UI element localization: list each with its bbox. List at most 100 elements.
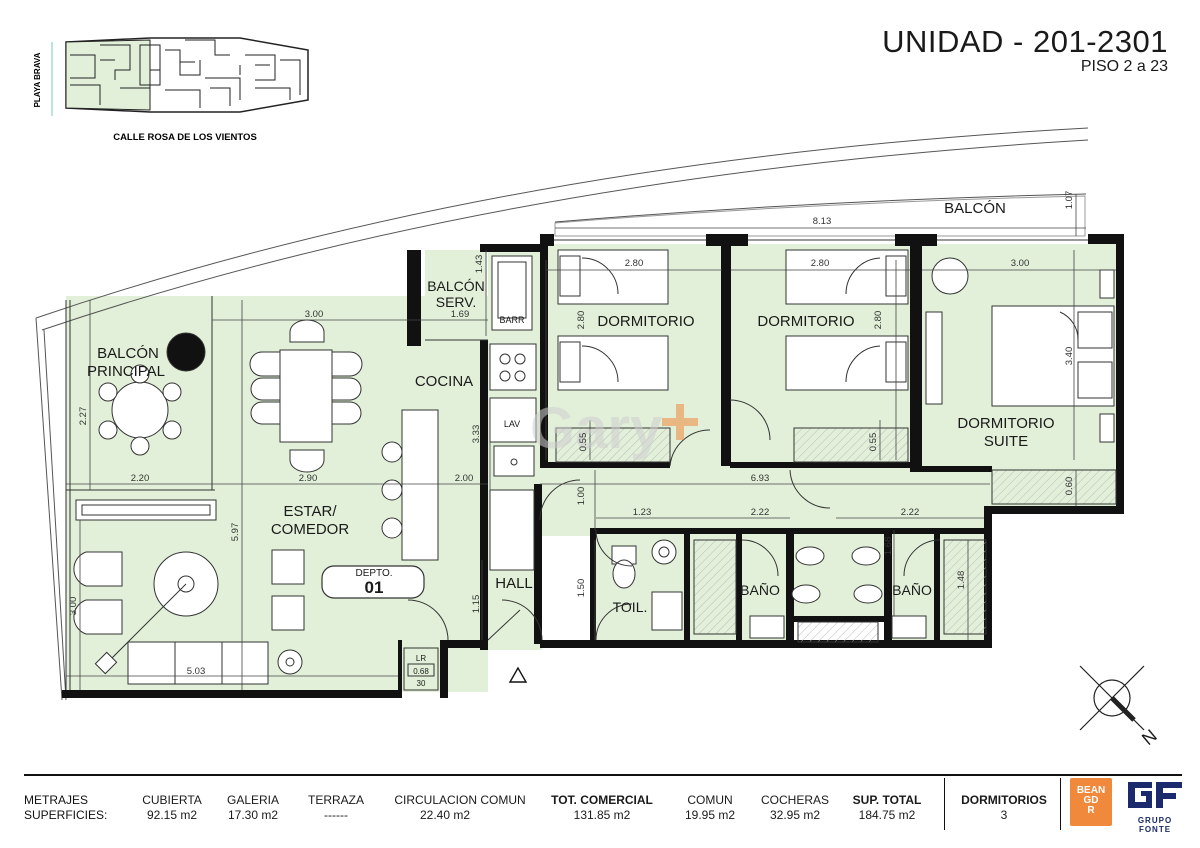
footer-col-value: 19.95 m2 (684, 808, 736, 822)
footer-col-value: 131.85 m2 (573, 808, 631, 822)
label-service-balcony-1: BALCÓN (427, 278, 485, 294)
label-suite-1: DORMITORIO (957, 415, 1054, 432)
label-dept: DEPTO. (355, 568, 392, 579)
dim-balcony-length: 8.13 (813, 216, 832, 227)
footer-col-value: ------ (324, 808, 348, 822)
dim-serv-balcony-depth: 1.43 (474, 255, 485, 274)
footer-separator (1060, 778, 1061, 830)
window-lines (65, 239, 1088, 690)
brand-logo-orange-text: BEAN GD R (1076, 785, 1106, 816)
label-lr: LR (416, 654, 426, 663)
label-living-2: COMEDOR (271, 521, 350, 538)
label-barr: BARR (499, 315, 525, 325)
dim-living-width: 2.90 (299, 473, 318, 484)
footer-col-head: COCHERAS (760, 793, 829, 807)
footer-bedrooms-head: DORMITORIOS (961, 793, 1047, 807)
label-dept-number: 01 (365, 578, 384, 597)
dim-main-balcony-depth: 2.27 (78, 407, 89, 426)
dim-kitchen-width: 2.00 (455, 473, 474, 484)
compass-icon (1079, 665, 1145, 731)
label-lr-dim: 0.68 (413, 667, 429, 676)
dim-corridor-width: 1.00 (576, 487, 587, 506)
compass-label: N (1138, 725, 1161, 749)
dim-bed2-depth: 2.80 (873, 311, 884, 330)
footer-col-head: TERRAZA (307, 793, 364, 807)
label-main-balcony-2: PRINCIPAL (87, 363, 165, 380)
column-marker (166, 332, 206, 372)
footer-divider (24, 774, 1182, 776)
balcony-table (111, 381, 169, 439)
dim-bed1-width: 2.80 (625, 258, 644, 269)
label-bedroom-1: DORMITORIO (597, 313, 694, 330)
grupo-fonte-logo (1128, 782, 1182, 808)
balcony-curve (35, 127, 1089, 701)
footer-col-head: SUP. TOTAL (852, 793, 922, 807)
dimension-lines (66, 194, 1116, 690)
label-bath-2: BAÑO (892, 582, 932, 598)
footer-metrajes: METRAJES (24, 793, 89, 807)
dim-bed2-width: 2.80 (811, 258, 830, 269)
dim-bath-depth: 1.68 (883, 537, 894, 556)
key-plan-street-label: CALLE ROSA DE LOS VIENTOS (113, 132, 257, 143)
label-service-balcony-2: SERV. (436, 294, 476, 310)
footer-col-head: CUBIERTA (142, 793, 202, 807)
dim-hall-depth: 1.15 (471, 595, 482, 614)
floor-label: PISO 2 a 23 (1080, 58, 1168, 75)
label-bedroom-2: DORMITORIO (757, 313, 854, 330)
svg-text:Gary: Gary (530, 396, 662, 461)
footer-col-head: GALERIA (226, 793, 280, 807)
dim-suite-depth: 3.40 (1064, 347, 1075, 366)
dim-living-width-top: 3.00 (305, 309, 324, 320)
dining-table (279, 349, 333, 443)
kitchen-island (401, 409, 439, 561)
footer-superficies: SUPERFICIES: (24, 808, 108, 822)
sofa (127, 641, 269, 685)
dim-main-balcony-width: 2.20 (131, 473, 150, 484)
footer-col-head: CIRCULACION COMUN (394, 793, 526, 807)
footer-col-value: 184.75 m2 (858, 808, 916, 822)
dim-bed1-depth: 2.80 (576, 311, 587, 330)
footer-col-head: COMUN (687, 793, 733, 807)
dim-balcony-depth: 1.07 (1064, 191, 1075, 210)
footer-bedrooms-value: 3 (1000, 808, 1008, 822)
dim-suite-width: 3.00 (1011, 258, 1030, 269)
key-plan (51, 37, 309, 116)
footer-col-value: 32.95 m2 (769, 808, 821, 822)
grupo-fonte-text: GRUPO FONTE (1137, 816, 1173, 834)
dim-toilet-width: 1.23 (633, 507, 652, 518)
dim-living-lower-depth: 3.00 (68, 597, 79, 616)
label-living-1: ESTAR/ (283, 503, 337, 520)
dim-toilet-depth: 1.50 (576, 579, 587, 598)
dim-corridor-length: 6.93 (751, 473, 770, 484)
label-toilet: TOIL. (613, 599, 648, 615)
entry-marker (508, 666, 528, 683)
floor-plan: PLAYA BRAVA CALLE ROSA DE LOS VIENTOS (33, 37, 1161, 749)
dim-closet-1: 0.55 (578, 433, 589, 452)
dim-closet-2: 0.55 (868, 433, 879, 452)
footer-col-value: 22.40 m2 (419, 808, 471, 822)
watermark: Gary (530, 396, 698, 461)
dim-bath1-width: 2.22 (751, 507, 770, 518)
label-balcony: BALCÓN (944, 200, 1006, 217)
label-bath-1: BAÑO (740, 582, 780, 598)
label-kitchen: COCINA (415, 373, 473, 390)
unit-title: UNIDAD - 201-2301 (882, 24, 1168, 59)
label-hall: HALL (495, 575, 533, 592)
label-lav: LAV (504, 419, 520, 429)
dim-living-depth: 5.97 (230, 523, 241, 542)
footer-col-value: 92.15 m2 (146, 808, 198, 822)
walls (62, 234, 1124, 698)
footer-separator (944, 778, 945, 830)
dim-kitchen-depth: 3.33 (471, 425, 482, 444)
footer-col-head: TOT. COMERCIAL (551, 793, 653, 807)
footer-col-value: 17.30 m2 (227, 808, 279, 822)
brand-logo-orange (1070, 778, 1112, 826)
label-main-balcony-1: BALCÓN (97, 345, 159, 362)
door-swings (407, 257, 1079, 641)
dim-serv-balcony-width: 1.69 (451, 309, 470, 320)
dim-sofa-length: 5.03 (187, 666, 206, 677)
dim-closet-3: 0.60 (1064, 477, 1075, 496)
label-suite-2: SUITE (984, 433, 1028, 450)
label-lr-code: 30 (417, 679, 426, 688)
dim-shower-depth: 1.48 (956, 571, 967, 590)
